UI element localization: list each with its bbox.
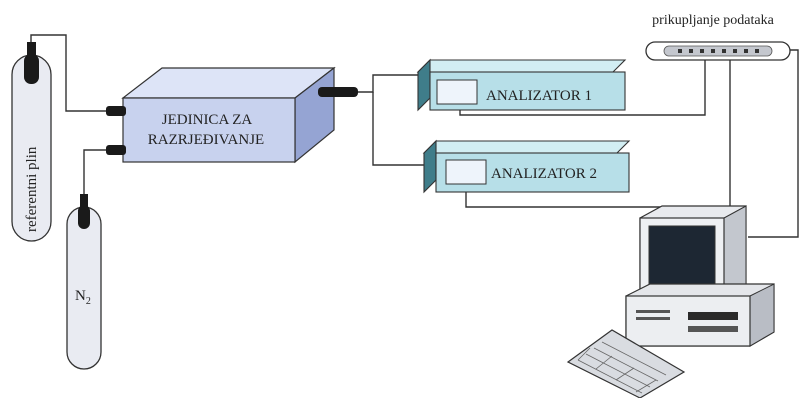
data-acquisition-module: prikupljanje podataka <box>645 13 791 61</box>
dilution-unit-label-line1: JEDINICA ZA <box>162 112 253 128</box>
nitrogen-cylinder: N2 <box>66 194 102 370</box>
analyzer-display <box>445 159 487 185</box>
analyzer-2-label: ANALIZATOR 2 <box>491 166 597 182</box>
analyzer-2: ANALIZATOR 2 <box>422 139 631 194</box>
analyzer-1: ANALIZATOR 1 <box>416 58 627 112</box>
reference-gas-cylinder: referentni plin <box>11 42 52 242</box>
monitor-screen <box>648 225 716 285</box>
nitrogen-label: N2 <box>75 288 91 307</box>
reference-gas-label: referentni plin <box>24 146 40 232</box>
dilution-unit: JEDINICA ZA RAZRJEĐIVANJE <box>106 66 358 164</box>
dilution-unit-label-line2: RAZRJEĐIVANJE <box>148 132 264 148</box>
outlet-connector <box>318 87 358 97</box>
desktop-computer-icon <box>566 205 775 398</box>
inlet-connector <box>106 145 126 155</box>
cylinder-neck <box>78 205 90 229</box>
data-acquisition-label: prikupljanje podataka <box>652 13 774 28</box>
cylinder-valve <box>80 194 88 208</box>
cylinder-neck <box>24 54 39 84</box>
cylinder-valve <box>27 42 36 56</box>
connection-lines <box>30 34 799 238</box>
analyzer-display <box>436 79 478 105</box>
analyzer-1-label: ANALIZATOR 1 <box>486 88 592 104</box>
inlet-connector <box>106 106 126 116</box>
